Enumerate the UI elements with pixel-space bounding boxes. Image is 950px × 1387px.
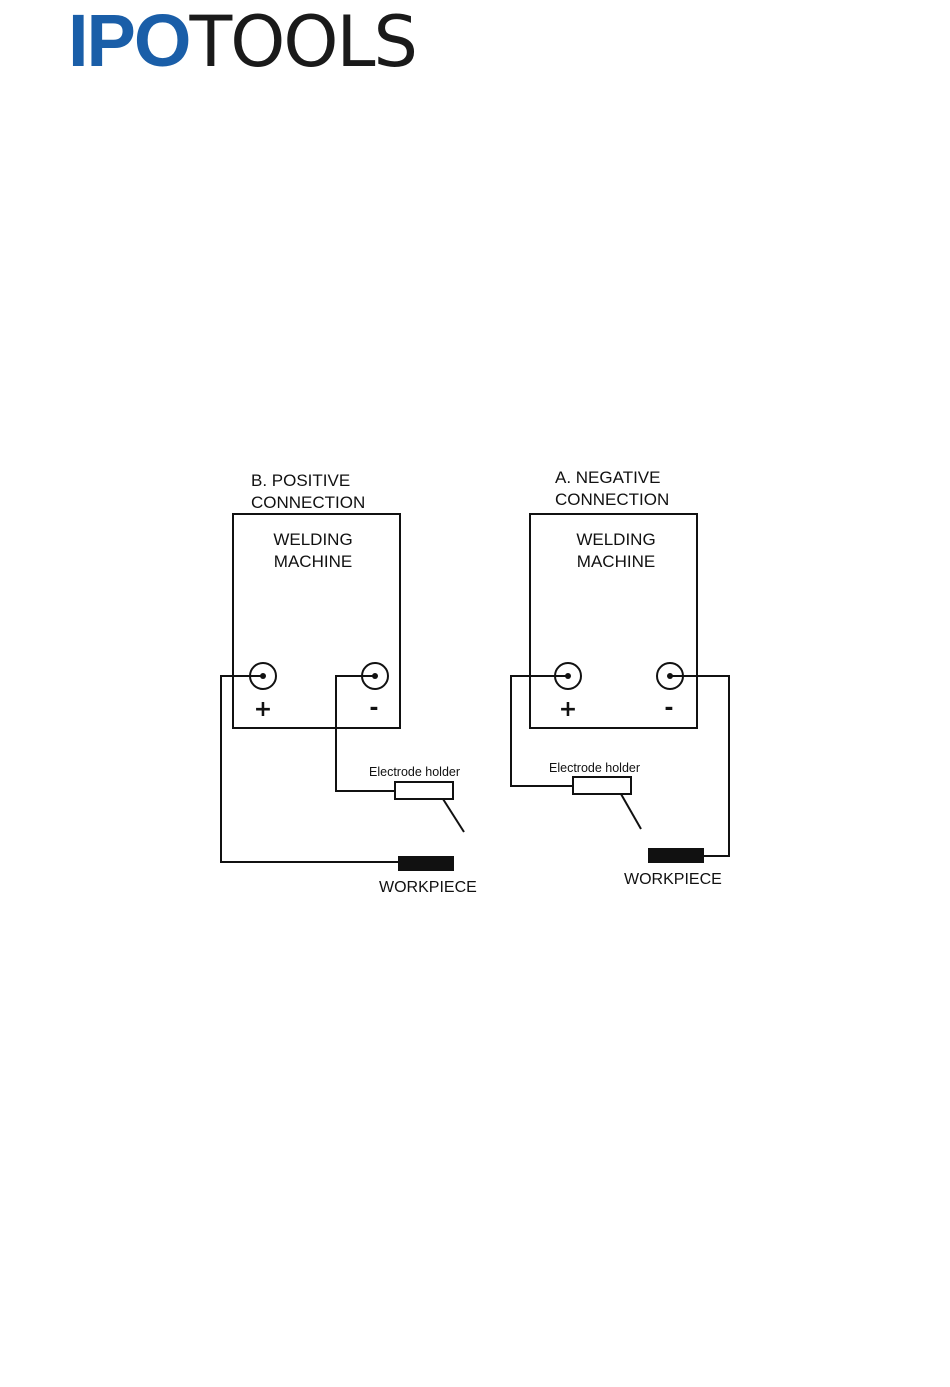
- logo-light-text: TOOLS: [189, 1, 415, 83]
- positive-minus-sign: -: [369, 696, 378, 721]
- negative-electrode-holder: [573, 777, 631, 794]
- negative-workpiece-block: [648, 848, 704, 863]
- ipotools-logo: IPOTOOLS: [68, 6, 416, 76]
- positive-connection-panel: B. POSITIVE CONNECTION WELDING MACHINE +…: [221, 471, 477, 896]
- positive-title-line1: B. POSITIVE: [251, 471, 350, 490]
- positive-title-line2: CONNECTION: [251, 493, 365, 512]
- positive-workpiece-block: [398, 856, 454, 871]
- positive-electrode-holder: [395, 782, 453, 799]
- negative-machine-line1: WELDING: [576, 530, 655, 549]
- negative-machine-line2: MACHINE: [577, 552, 655, 571]
- positive-plus-sign: +: [254, 697, 272, 722]
- positive-electrode-holder-label: Electrode holder: [369, 765, 460, 779]
- negative-title-line1: A. NEGATIVE: [555, 468, 661, 487]
- negative-electrode-holder-label: Electrode holder: [549, 761, 640, 775]
- negative-minus-sign: -: [664, 696, 673, 721]
- negative-plus-sign: +: [559, 697, 577, 722]
- negative-workpiece-label: WORKPIECE: [624, 871, 722, 888]
- positive-electrode-rod: [443, 799, 464, 832]
- negative-electrode-rod: [621, 794, 641, 829]
- positive-machine-line1: WELDING: [273, 530, 352, 549]
- positive-workpiece-label: WORKPIECE: [379, 879, 477, 896]
- negative-connection-panel: A. NEGATIVE CONNECTION WELDING MACHINE +…: [511, 468, 729, 888]
- logo-bold-text: IPO: [68, 0, 189, 82]
- positive-machine-line2: MACHINE: [274, 552, 352, 571]
- welding-polarity-diagram: B. POSITIVE CONNECTION WELDING MACHINE +…: [185, 445, 760, 920]
- negative-title-line2: CONNECTION: [555, 490, 669, 509]
